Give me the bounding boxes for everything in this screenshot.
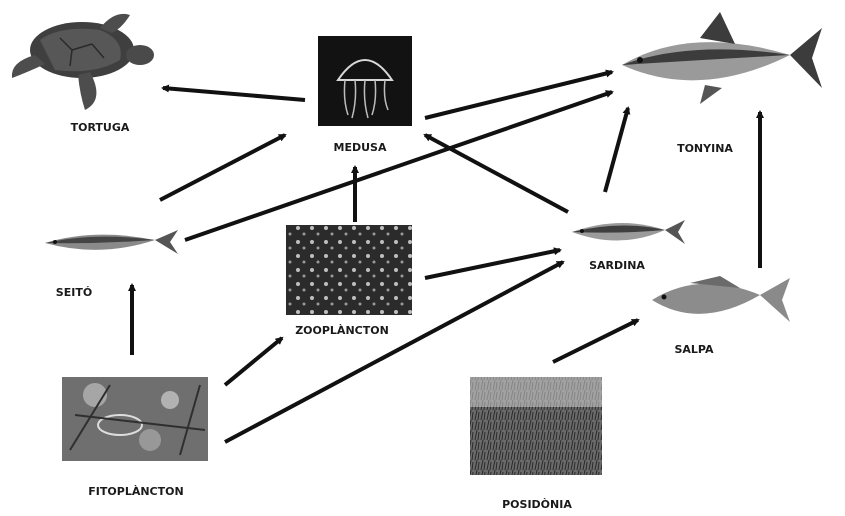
anchovy-icon xyxy=(45,230,178,254)
arrow-fitoplancton-zooplancton xyxy=(225,338,282,385)
arrow-medusa-tortuga xyxy=(163,88,305,100)
salpa-fish-icon xyxy=(652,276,790,322)
posidonia-node: POSIDÒNIA xyxy=(470,377,602,511)
label-tonyina: TONYINA xyxy=(677,142,733,155)
sardina-node: SARDINA xyxy=(572,220,685,272)
arrow-medusa-tonyina xyxy=(425,72,612,118)
tuna-icon xyxy=(622,12,822,104)
turtle-icon xyxy=(12,14,154,110)
arrow-sardina-medusa xyxy=(425,135,568,212)
salpa-node: SALPA xyxy=(652,276,790,356)
arrows-layer xyxy=(132,72,760,442)
arrow-seito-medusa xyxy=(160,135,285,200)
zooplancton-node: ZOOPLÀNCTON xyxy=(286,225,412,337)
tortuga-node: TORTUGA xyxy=(12,14,154,134)
arrow-posidonia-salpa xyxy=(553,320,638,362)
label-zooplancton: ZOOPLÀNCTON xyxy=(295,324,389,337)
phytoplankton-icon xyxy=(62,377,208,461)
zooplankton-icon xyxy=(286,225,412,315)
arrow-sardina-tonyina xyxy=(605,108,628,192)
label-fitoplancton: FITOPLÀNCTON xyxy=(88,485,183,498)
label-medusa: MEDUSA xyxy=(334,141,387,154)
sardine-icon xyxy=(572,220,685,244)
fitoplancton-node: FITOPLÀNCTON xyxy=(62,377,208,498)
label-tortuga: TORTUGA xyxy=(71,121,130,134)
medusa-node: MEDUSA xyxy=(318,36,412,154)
label-salpa: SALPA xyxy=(674,343,713,356)
label-seito: SEITÓ xyxy=(56,286,92,299)
tonyina-node: TONYINA xyxy=(622,12,822,155)
label-posidonia: POSIDÒNIA xyxy=(502,498,572,511)
seito-node: SEITÓ xyxy=(45,230,178,299)
label-sardina: SARDINA xyxy=(589,259,645,272)
